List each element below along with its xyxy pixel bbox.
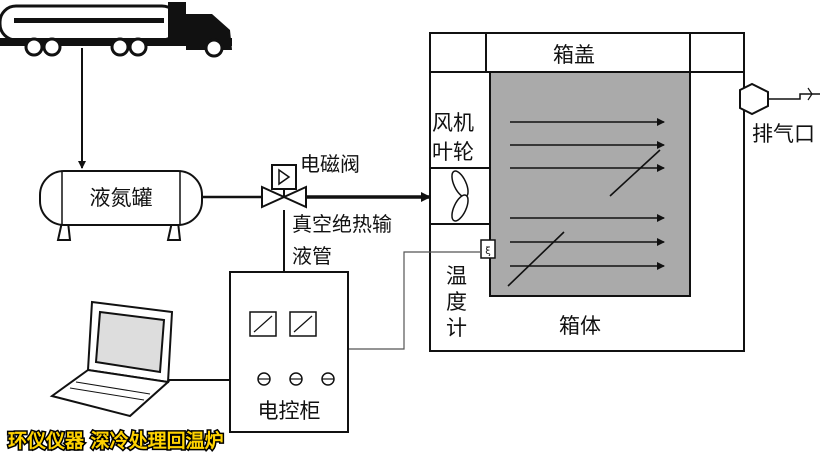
fan-label-line1: 风机 <box>432 111 474 135</box>
tanker-truck-icon <box>0 2 232 58</box>
fan-impeller-icon <box>451 170 469 222</box>
body-label: 箱体 <box>559 314 601 338</box>
tank-label: 液氮罐 <box>90 186 153 210</box>
cabinet-label: 电控柜 <box>258 399 321 423</box>
thermo-label-line2: 度 <box>446 290 467 314</box>
control-cabinet <box>229 271 349 433</box>
fan-label-line2: 叶轮 <box>432 140 474 164</box>
thermometer-sensor-icon <box>480 239 496 259</box>
laptop-icon <box>49 300 174 418</box>
exhaust-port-icon <box>739 82 820 116</box>
thermometer-wire <box>348 251 481 350</box>
thermo-label-line3: 计 <box>446 316 467 340</box>
inner-chamber <box>489 71 691 297</box>
pipe-label-line1: 真空绝热输 <box>292 212 392 236</box>
watermark-text: 环仪仪器 深冷处理回温炉 <box>8 429 224 452</box>
valve-label: 电磁阀 <box>300 152 360 176</box>
solenoid-valve-icon <box>261 164 307 209</box>
svg-text:ξ: ξ <box>485 246 491 257</box>
exhaust-label: 排气口 <box>752 122 815 146</box>
thermo-label-line1: 温 <box>446 264 467 288</box>
pipe-label-line2: 液管 <box>292 244 332 268</box>
airflow-arrows <box>507 118 665 287</box>
lid-label: 箱盖 <box>553 43 595 67</box>
